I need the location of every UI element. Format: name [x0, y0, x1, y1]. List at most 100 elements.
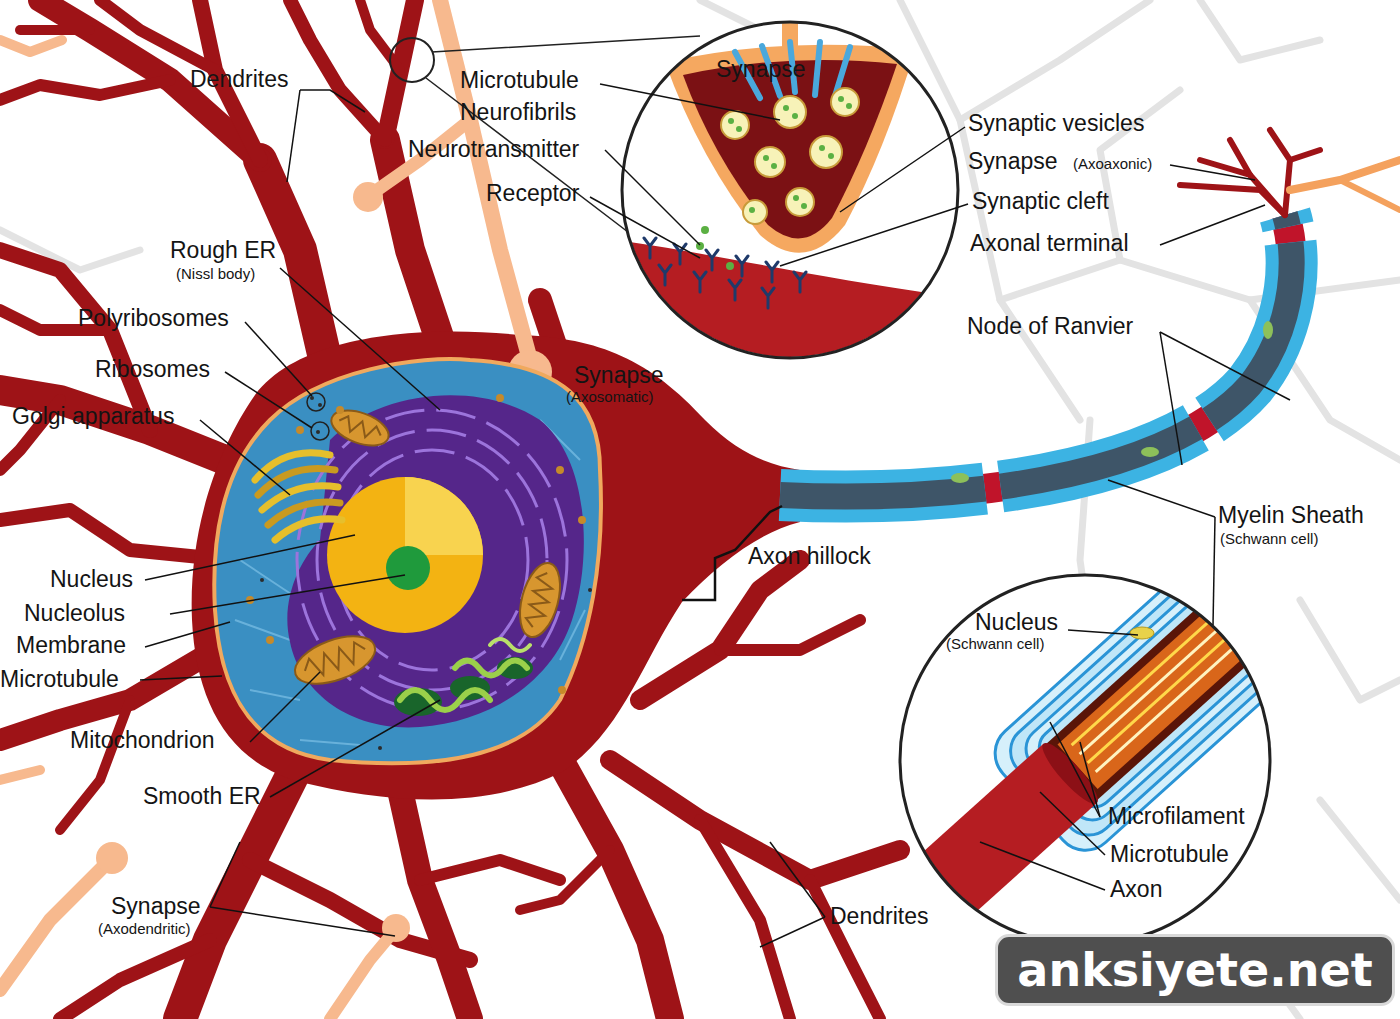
part-label: Nucleus — [50, 566, 133, 592]
leader-line — [210, 907, 395, 936]
cell-interior — [327, 404, 394, 453]
cell-interior — [556, 466, 564, 474]
part-label: Polyribosomes — [78, 305, 229, 331]
zoom-inset-synapse — [622, 22, 958, 358]
leader-line — [145, 622, 230, 647]
schwann-nucleus — [1263, 321, 1273, 339]
zoom-inset-synapse — [810, 136, 842, 168]
part-label: Dendrites — [830, 903, 928, 929]
dendrite — [610, 760, 900, 880]
leader-line — [590, 197, 700, 258]
background-neuron — [1000, 260, 1400, 300]
dendrite — [100, 0, 215, 70]
zoom-inset-synapse — [600, 20, 980, 380]
watermark-text: anksiyete.net — [1017, 943, 1372, 997]
zoom-inset-synapse — [426, 36, 700, 232]
part-label: Synapse — [968, 148, 1058, 174]
leader-line — [210, 842, 240, 907]
zoom-inset-synapse — [763, 155, 769, 161]
zoom-inset-synapse — [749, 207, 755, 213]
cell-interior — [289, 627, 382, 693]
leader-line — [770, 842, 825, 917]
watermark-box: anksiyete.net — [995, 934, 1395, 1006]
part-label: Microtubule — [0, 666, 119, 692]
cell-interior — [300, 740, 360, 745]
cell-interior — [318, 403, 322, 407]
presynaptic-axon — [330, 930, 395, 1019]
leader-line — [250, 672, 320, 742]
presynaptic-axon — [0, 40, 62, 52]
zoom-inset-synapse — [721, 111, 749, 139]
zoom-inset-myelin — [1088, 562, 1311, 763]
part-sublabel: (Nissl body) — [176, 265, 255, 282]
cell-interior — [400, 690, 490, 710]
dendrite — [720, 620, 860, 650]
cell-interior — [558, 686, 566, 694]
zoom-inset-synapse — [828, 153, 834, 159]
part-label: Nucleus — [975, 609, 1058, 635]
part-label: Microfilament — [1108, 803, 1245, 829]
dendrite — [260, 160, 330, 380]
cell-interior — [266, 636, 274, 644]
cell-interior — [255, 453, 342, 540]
leader-line — [1170, 165, 1255, 180]
dendrite — [200, 0, 260, 160]
zoom-inset-synapse — [701, 226, 709, 234]
cell-interior — [307, 393, 329, 440]
synaptic-bulb — [96, 842, 128, 874]
cell-interior — [246, 394, 586, 694]
zoom-inset-synapse — [846, 103, 852, 109]
cell-interior — [260, 578, 264, 582]
zoom-inset-synapse — [762, 46, 780, 96]
background-neuron — [1300, 600, 1400, 700]
zoom-inset-myelin — [900, 575, 1270, 945]
part-label: Synapse — [574, 362, 664, 388]
leader-line — [760, 917, 825, 947]
part-label: Axon — [1110, 876, 1162, 902]
leader-line — [1040, 792, 1105, 855]
leader-line — [1160, 332, 1290, 400]
leader-line — [140, 676, 222, 680]
cell-interior — [260, 396, 592, 750]
zoom-inset-myelin — [1096, 571, 1319, 772]
cell-interior — [296, 426, 304, 434]
presynaptic-axon — [0, 860, 110, 990]
zoom-inset-synapse — [735, 42, 850, 98]
leader-line — [980, 842, 1105, 890]
leader-line — [840, 127, 965, 212]
dendrite — [180, 760, 300, 1019]
leader-line — [780, 204, 968, 266]
zoom-inset-synapse — [736, 126, 742, 132]
dendrite — [420, 860, 560, 880]
cell-interior — [302, 640, 369, 681]
leader-line — [225, 372, 312, 428]
cell-interior — [287, 395, 584, 727]
part-label: Myelin Sheath — [1218, 502, 1364, 528]
part-label: Membrane — [16, 632, 126, 658]
leader-line — [1080, 742, 1100, 817]
zoom-inset-myelin — [1130, 627, 1154, 639]
background-neuron — [1100, 90, 1180, 260]
zoom-inset-myelin — [797, 430, 1400, 1019]
part-label: Rough ER — [170, 237, 276, 263]
leader-line — [1160, 205, 1265, 245]
zoom-inset-myelin — [1080, 553, 1303, 754]
zoom-inset-synapse — [390, 20, 980, 380]
part-label: Smooth ER — [143, 783, 261, 809]
part-label: Mitochondrion — [70, 727, 214, 753]
part-label: Nucleolus — [24, 600, 125, 626]
cell-interior — [378, 746, 382, 750]
zoom-inset-myelin — [1057, 463, 1400, 789]
dendrite — [400, 790, 470, 1019]
dendrite — [60, 700, 130, 830]
cell-interior — [394, 639, 533, 716]
cell-interior — [337, 414, 383, 442]
zoom-inset-synapse — [721, 88, 859, 224]
cell-interior — [307, 393, 325, 411]
part-sublabel: (Axoaxonic) — [1073, 155, 1152, 172]
part-label: Synaptic vesicles — [968, 110, 1144, 136]
part-sublabel: (Axosomatic) — [566, 388, 654, 405]
part-label: Microtubule — [1110, 841, 1229, 867]
leader-line — [300, 90, 365, 112]
